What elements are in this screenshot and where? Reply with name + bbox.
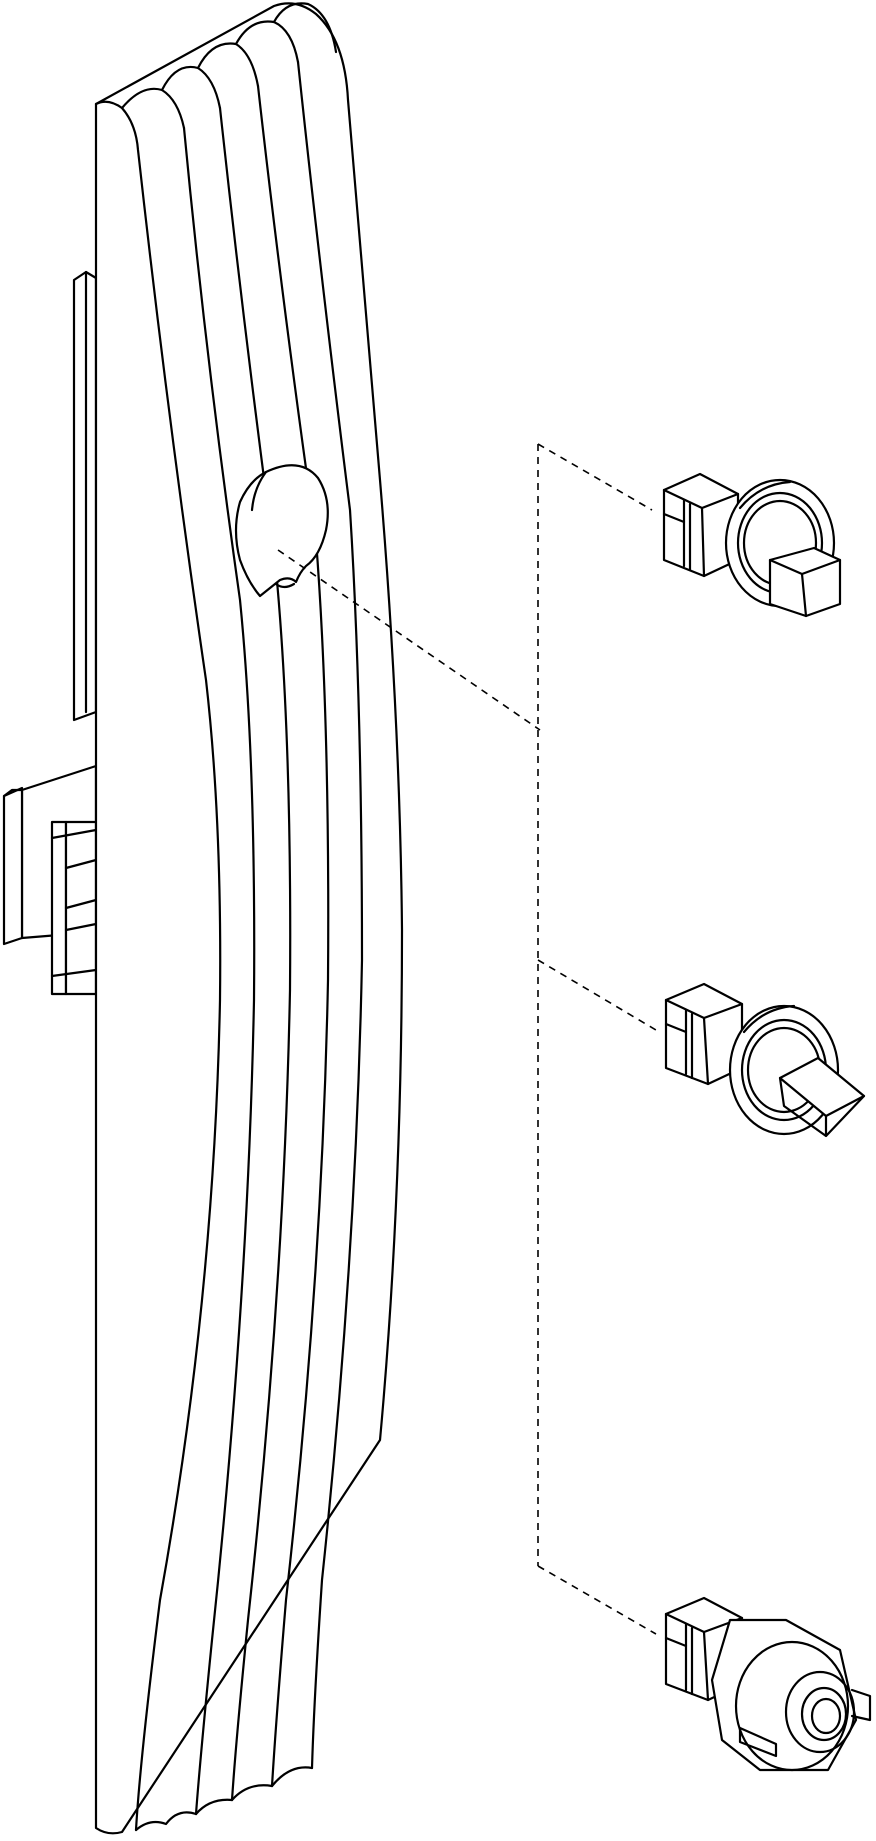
grip-body <box>94 2 404 1835</box>
diamond-spindle-insert <box>664 982 866 1138</box>
square-spindle-insert <box>662 472 842 618</box>
assembly-lines <box>277 443 657 1635</box>
round-spindle-insert <box>664 1596 872 1772</box>
handle-plate <box>2 2 404 1835</box>
latch-clip <box>2 764 98 996</box>
socket-bulge <box>234 464 329 598</box>
